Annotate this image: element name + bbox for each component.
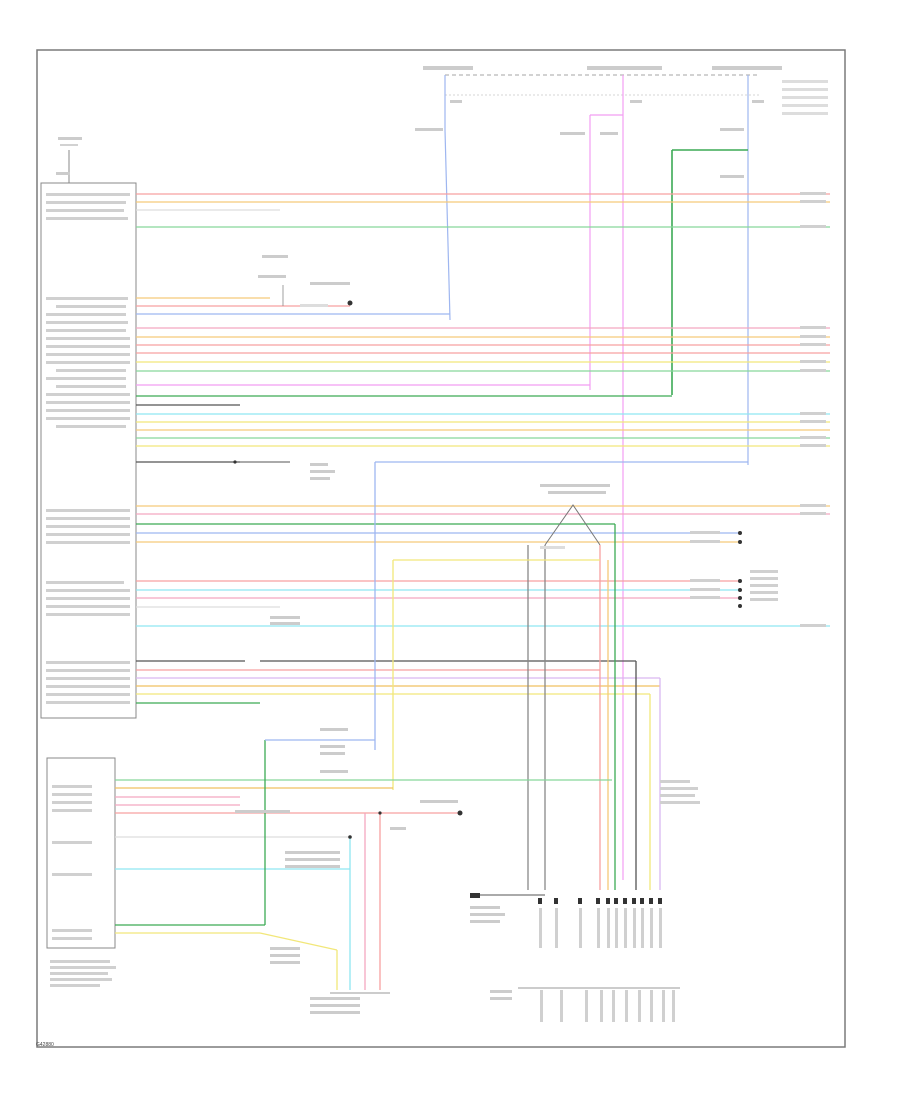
- fuse-feeds: [415, 75, 764, 880]
- right-connector-dots: [738, 531, 742, 608]
- harness-wires-lower: [136, 660, 660, 704]
- lower-module-pin-labels: [50, 785, 116, 987]
- bottom-vertical-labels: [539, 908, 675, 1022]
- harness-wires-upper: [136, 193, 830, 463]
- right-edge-labels: [690, 192, 826, 627]
- bottom-connector: [470, 893, 680, 1000]
- lower-module-wires: [115, 739, 612, 990]
- harness-wires-middle: [136, 505, 830, 627]
- figure-id: G42880: [36, 1042, 54, 1048]
- splice-junction: [540, 484, 610, 549]
- main-module-box: [40, 182, 137, 719]
- small-components-upper: [233, 255, 353, 625]
- ground-icon: [457, 810, 463, 816]
- antenna-lead: [56, 137, 82, 183]
- main-module-pin-labels: [46, 193, 130, 704]
- power-feed-bar: [423, 66, 828, 115]
- trunk-verticals: [374, 461, 748, 890]
- right-mid-labels: [660, 780, 700, 804]
- bottom-connector-pins: [538, 898, 662, 904]
- lower-module-components: [235, 728, 463, 1014]
- lower-module-box: [46, 757, 116, 949]
- diagram-border: [36, 49, 846, 1048]
- ground-icon: [347, 300, 353, 306]
